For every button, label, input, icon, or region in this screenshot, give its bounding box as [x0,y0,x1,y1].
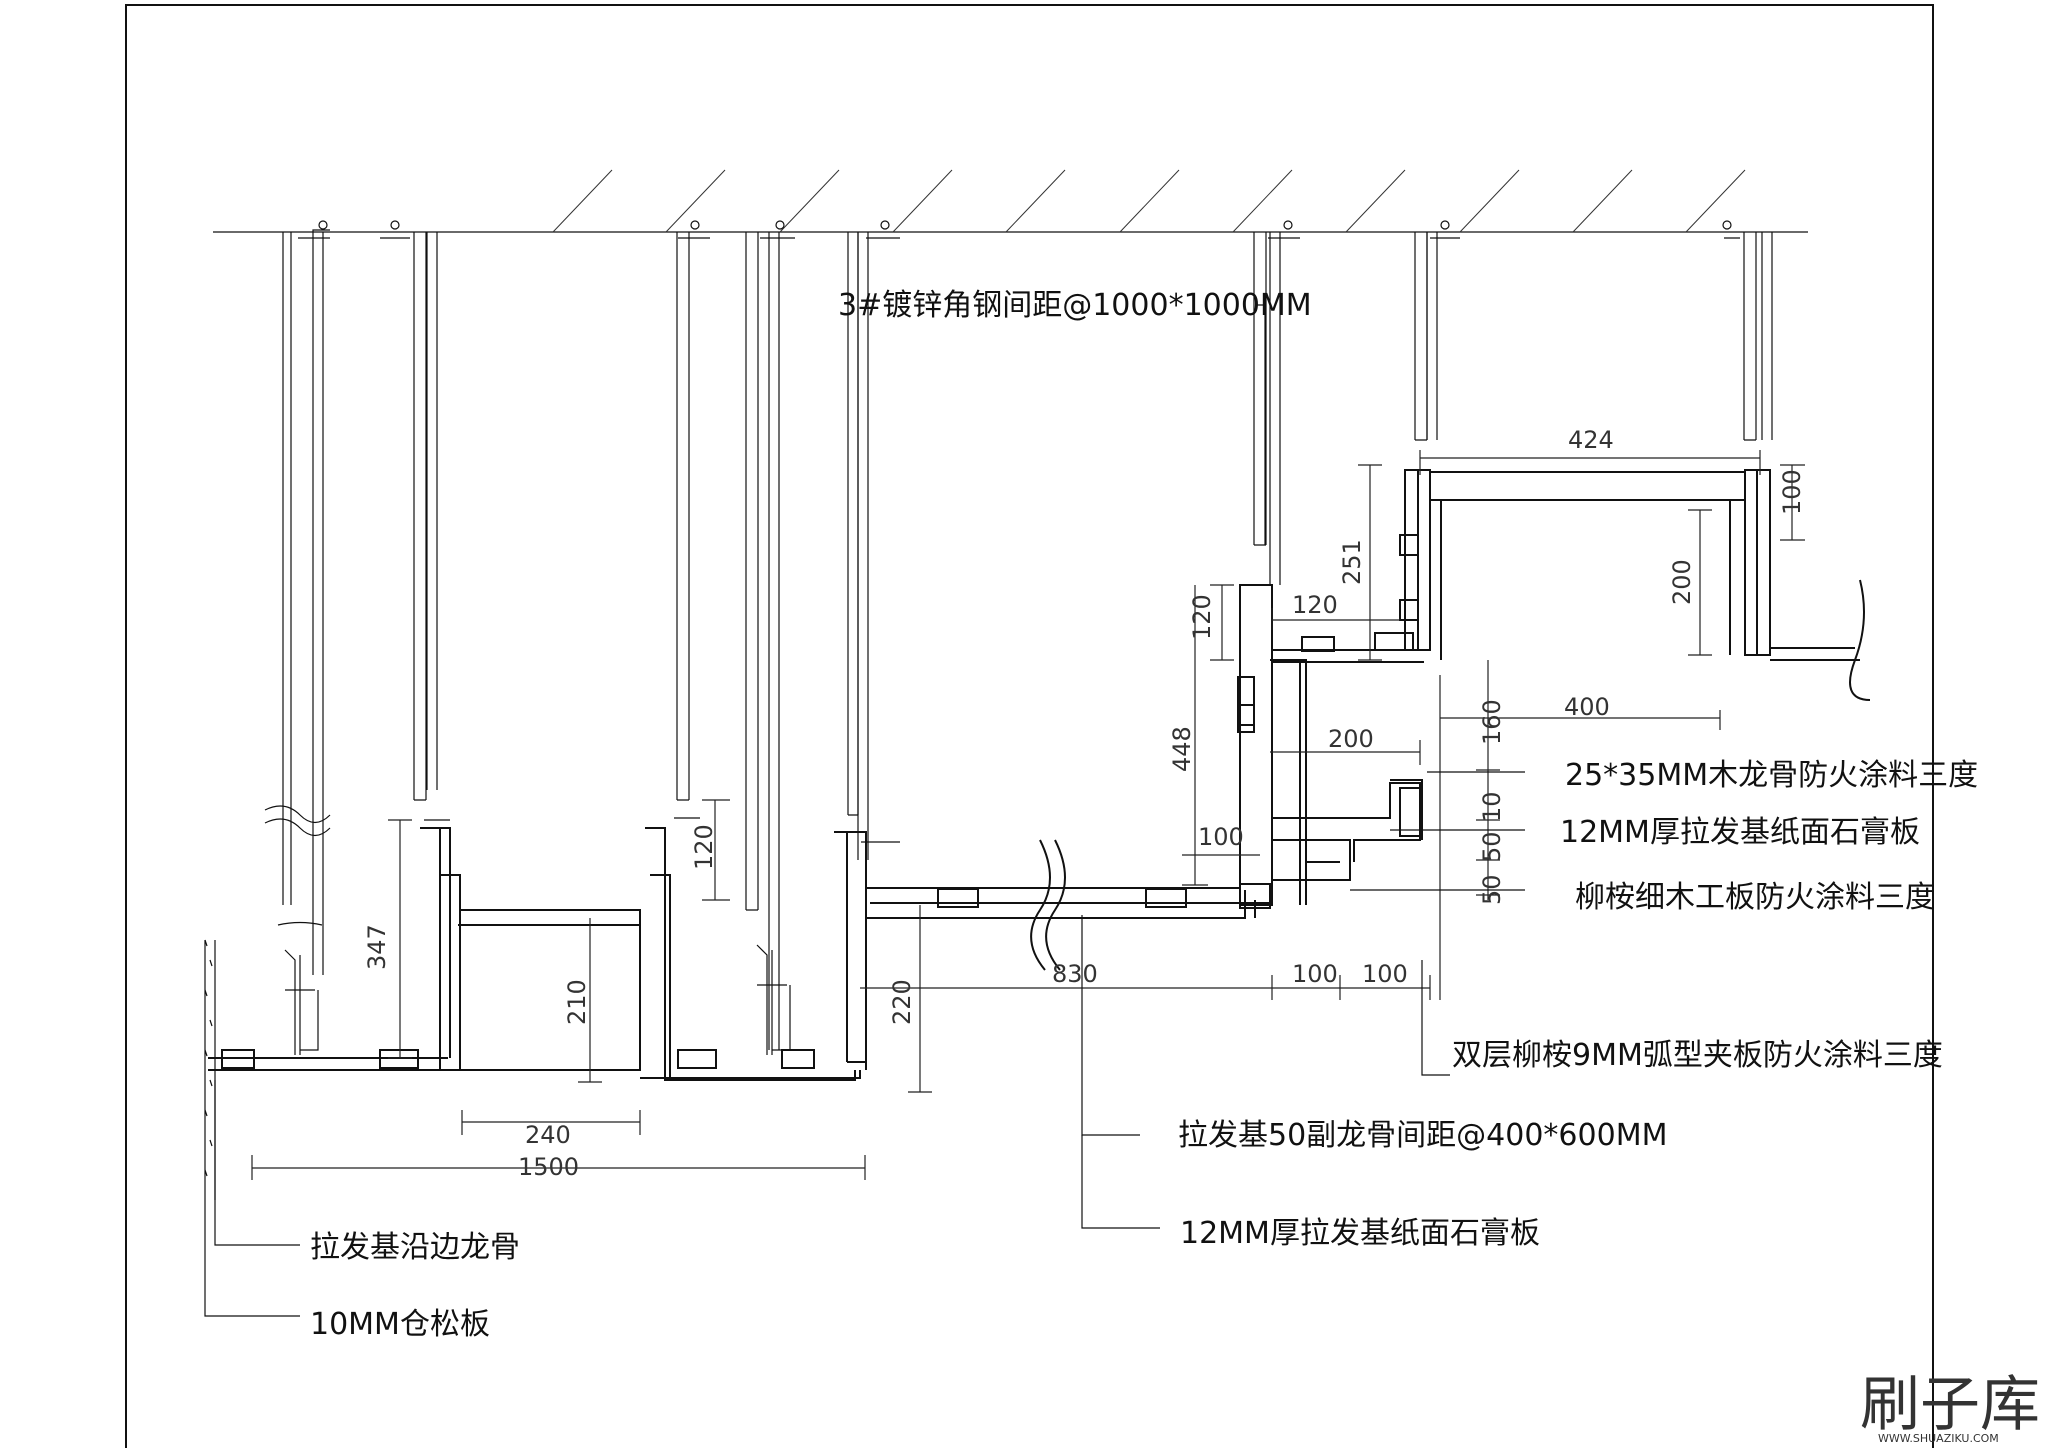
steel-hangers [277,229,1773,1050]
leader-lines [204,304,1525,1317]
dim-220: 220 [888,979,916,1025]
watermark-url: WWW.SHUAZIKU.COM [1878,1432,1999,1445]
drawing-border [125,4,1934,1448]
dim-347: 347 [363,924,391,970]
dim-200-v: 200 [1668,559,1696,605]
watermark-logo: 刷子库 [1860,1370,2040,1440]
ceiling-profile-middle [866,839,1270,971]
ceiling-profile-right-step [1237,584,1424,909]
dim-830: 830 [1052,960,1098,988]
hanger-clips [298,220,1740,239]
dim-120-v: 120 [1188,594,1216,640]
dim-200-h: 200 [1328,725,1374,753]
hanger-feet-left [284,817,900,1055]
dim-100-mid: 100 [1198,823,1244,851]
dim-100-top: 100 [1778,469,1806,515]
dim-251: 251 [1338,539,1366,585]
label-gypsum-board-right: 12MM厚拉发基纸面石膏板 [1560,815,1920,850]
label-secondary-keel: 拉发基50副龙骨间距@400*600MM [1178,1118,1667,1153]
label-edge-keel: 拉发基沿边龙骨 [310,1230,520,1265]
left-wall [204,805,331,1200]
dim-1500: 1500 [518,1153,579,1181]
dim-424: 424 [1568,426,1614,454]
label-plywood: 双层柳桉9MM弧型夹板防火涂料三度 [1452,1038,1943,1073]
dim-100-b: 100 [1362,960,1408,988]
dim-50-a: 50 [1478,831,1506,862]
ceiling-profile-upper-box [1272,469,1871,701]
dim-10: 10 [1478,791,1506,822]
dim-50-b: 50 [1478,874,1506,905]
concrete-slab [213,169,1808,233]
label-wood-keel: 25*35MM木龙骨防火涂料三度 [1565,758,1978,793]
label-gypsum-board-bottom: 12MM厚拉发基纸面石膏板 [1180,1216,1540,1251]
dim-120-left: 120 [690,824,718,870]
dim-400: 400 [1564,693,1610,721]
label-steel-angle: 3#镀锌角钢间距@1000*1000MM [838,288,1312,323]
dim-100-a: 100 [1292,960,1338,988]
dim-210: 210 [563,979,591,1025]
label-pine-board: 10MM仓松板 [310,1307,490,1342]
ceiling-profile-left [208,827,867,1081]
label-blockboard: 柳桉细木工板防火涂料三度 [1575,880,1935,915]
dimension-lines [251,450,1805,1180]
dim-120-h: 120 [1292,591,1338,619]
dim-448: 448 [1168,726,1196,772]
dim-240: 240 [525,1121,571,1149]
dim-160: 160 [1478,699,1506,745]
